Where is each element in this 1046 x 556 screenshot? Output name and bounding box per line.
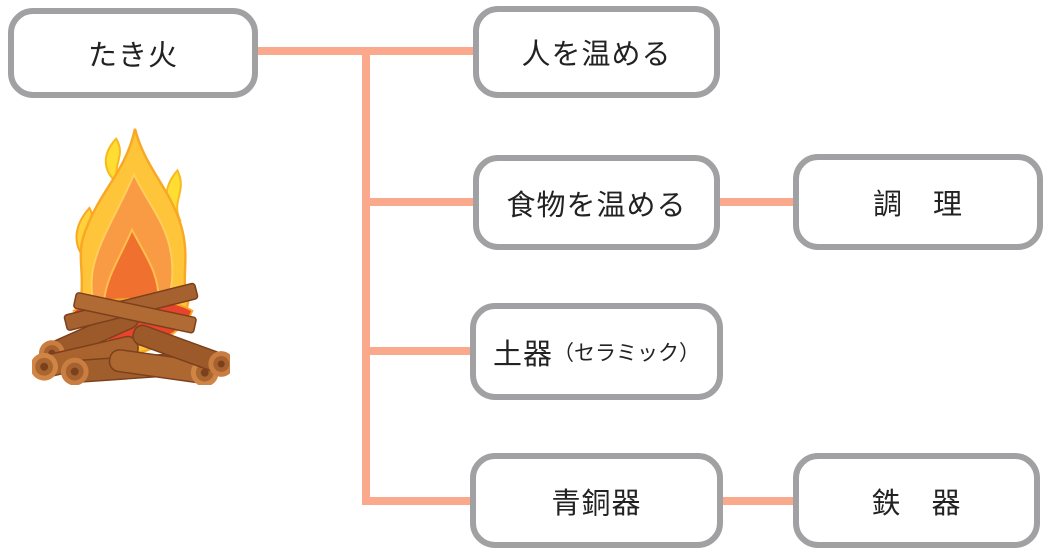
node-hito-wo-atatameru: 人を温める: [473, 6, 720, 98]
node-doki-label-main: 土器: [492, 338, 553, 371]
connector-shokumotsu-to-chouri: [718, 198, 795, 206]
node-takibi-label: たき火: [87, 40, 178, 72]
node-tekki-label: 鉄 器: [871, 487, 962, 520]
connector-seidouki-to-tekki: [721, 497, 795, 505]
log: [132, 324, 230, 377]
campfire-icon: [32, 128, 230, 385]
node-doki-label-sub: （セラミック）: [553, 341, 700, 365]
connector-branch-seidouki: [366, 497, 472, 505]
node-takibi: たき火: [8, 8, 258, 98]
plank: [73, 292, 197, 334]
node-shokumotsu-label: 食物を温める: [506, 189, 687, 222]
connector-branch-doki: [366, 347, 472, 355]
node-doki-ceramic: 土器（セラミック）: [470, 303, 723, 400]
node-shokumotsu-wo-atatameru: 食物を温める: [473, 155, 720, 250]
node-chouri: 調 理: [793, 154, 1043, 250]
node-chouri-label: 調 理: [872, 189, 963, 221]
campfire-image: [32, 113, 230, 385]
node-hito-label: 人を温める: [521, 39, 672, 71]
node-tekki: 鉄 器: [793, 453, 1040, 548]
node-seidouki: 青銅器: [470, 453, 723, 548]
connector-trunk-vertical: [362, 47, 370, 505]
connector-branch-shokumotsu: [366, 198, 475, 206]
node-seidouki-label: 青銅器: [551, 487, 642, 520]
